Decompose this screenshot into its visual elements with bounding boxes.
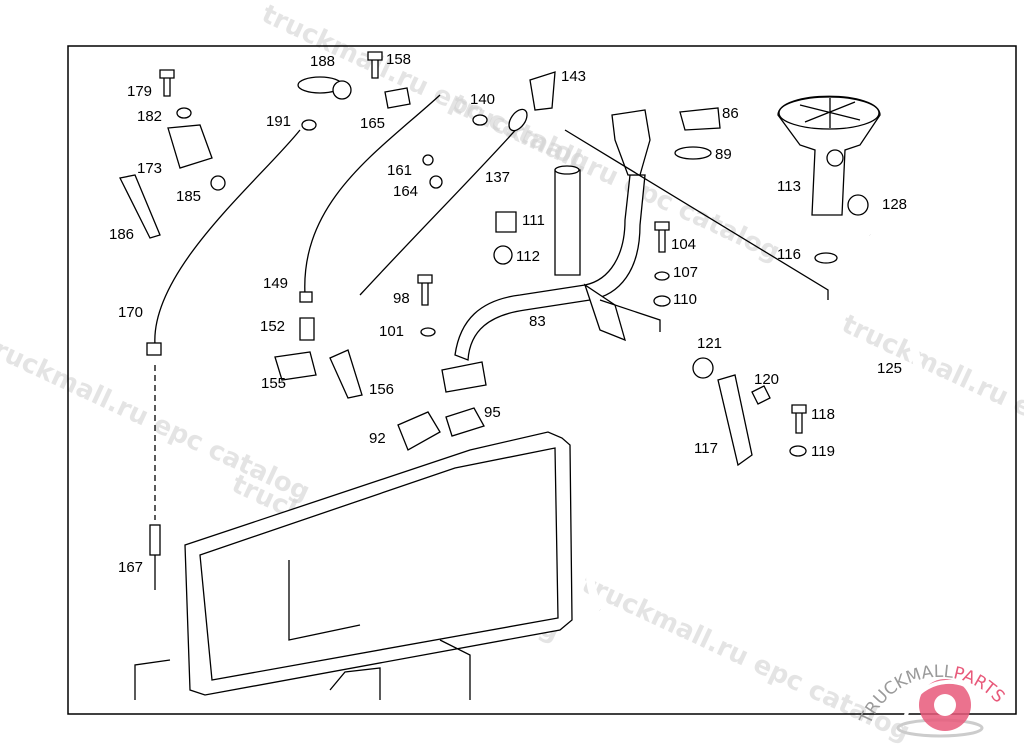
part-label-83[interactable]: 83: [529, 313, 546, 330]
part-label-161[interactable]: 161: [387, 162, 412, 179]
part-label-116[interactable]: 116: [777, 246, 801, 263]
part-label-86[interactable]: 86: [722, 105, 739, 122]
part-label-89[interactable]: 89: [715, 146, 732, 163]
part-label-149[interactable]: 149: [263, 275, 288, 292]
part-labels: 179 182 173 185 186 188 158 191 165 140 …: [109, 51, 907, 576]
part-label-165[interactable]: 165: [360, 115, 385, 132]
part-label-140[interactable]: 140: [470, 91, 495, 108]
part-label-164[interactable]: 164: [393, 183, 418, 200]
part-label-119[interactable]: 119: [811, 443, 835, 460]
part-label-188[interactable]: 188: [310, 53, 335, 70]
parts-drawing: [119, 51, 935, 700]
part-label-143[interactable]: 143: [561, 68, 586, 85]
part-label-179[interactable]: 179: [127, 83, 152, 100]
part-label-110[interactable]: 110: [673, 291, 697, 308]
part-label-128[interactable]: 128: [882, 196, 907, 213]
part-label-95[interactable]: 95: [484, 404, 501, 421]
part-label-104[interactable]: 104: [671, 236, 696, 253]
part-label-173[interactable]: 173: [137, 160, 162, 177]
part-label-137[interactable]: 137: [485, 169, 510, 186]
diagram-frame: [67, 45, 1017, 715]
part-label-158[interactable]: 158: [386, 51, 411, 68]
part-label-112[interactable]: 112: [516, 248, 540, 265]
part-label-155[interactable]: 155: [261, 375, 286, 392]
part-label-156[interactable]: 156: [369, 381, 394, 398]
part-label-118[interactable]: 118: [811, 406, 835, 423]
part-label-98[interactable]: 98: [393, 290, 410, 307]
part-label-152[interactable]: 152: [260, 318, 285, 335]
part-label-101[interactable]: 101: [379, 323, 404, 340]
part-label-186[interactable]: 186: [109, 226, 134, 243]
part-label-113[interactable]: 113: [777, 178, 801, 195]
part-label-117[interactable]: 117: [694, 440, 718, 457]
part-label-185[interactable]: 185: [176, 188, 201, 205]
part-label-170[interactable]: 170: [118, 304, 143, 321]
part-label-121[interactable]: 121: [697, 335, 722, 352]
part-label-120[interactable]: 120: [754, 371, 779, 388]
part-label-191[interactable]: 191: [266, 113, 291, 130]
part-label-125[interactable]: 125: [877, 360, 902, 377]
part-label-107[interactable]: 107: [673, 264, 698, 281]
part-label-111[interactable]: 111: [522, 212, 545, 229]
part-label-92[interactable]: 92: [369, 430, 386, 447]
part-label-167[interactable]: 167: [118, 559, 143, 576]
part-label-182[interactable]: 182: [137, 108, 162, 125]
